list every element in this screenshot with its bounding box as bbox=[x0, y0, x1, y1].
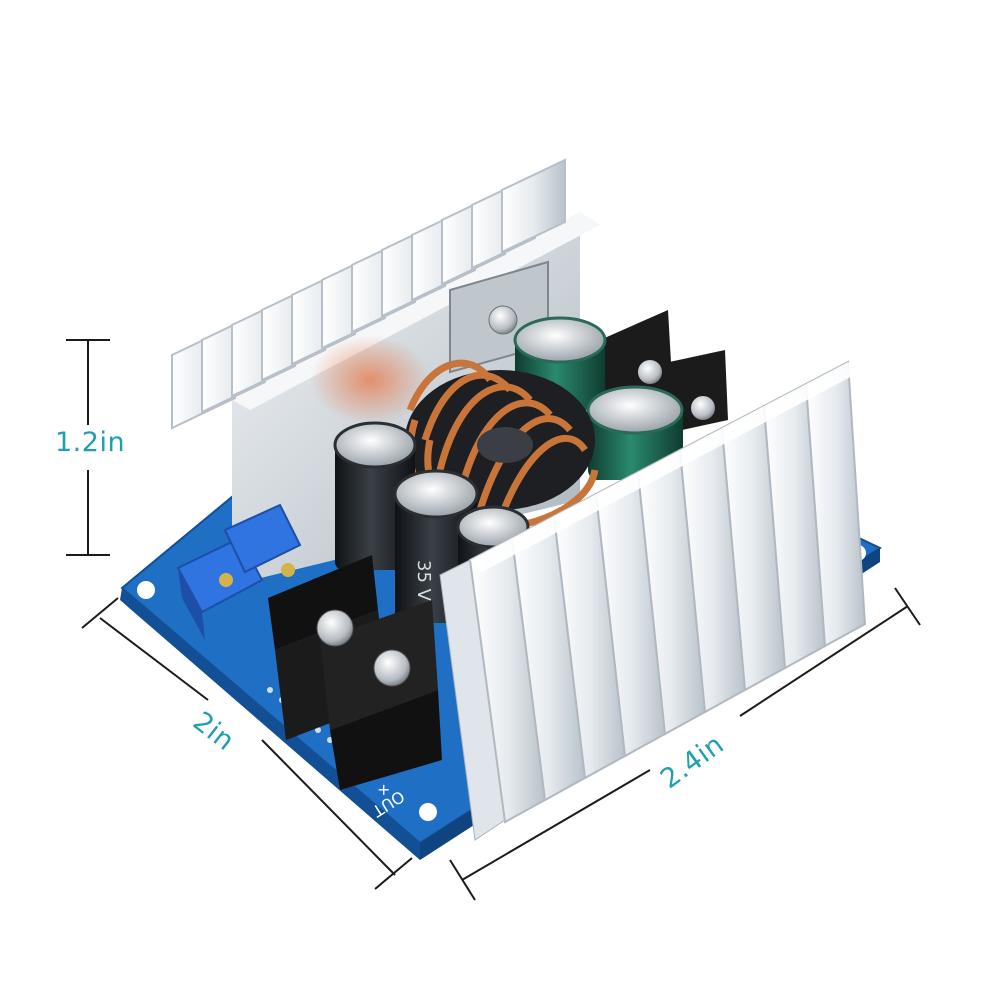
glow-reflection bbox=[310, 335, 430, 425]
height-dimension-line bbox=[66, 339, 110, 556]
terminal-block-rear bbox=[600, 310, 728, 440]
terminal-screw bbox=[691, 396, 715, 420]
terminal-screw bbox=[638, 360, 662, 384]
depth-dimension-line bbox=[81, 597, 413, 890]
potentiometer-current bbox=[223, 503, 302, 577]
front-heatsink bbox=[439, 360, 867, 841]
terminal-polarity: + bbox=[377, 780, 390, 799]
transistor-screw bbox=[488, 305, 518, 335]
width-dimension-line bbox=[449, 587, 921, 901]
dimension-lines bbox=[66, 339, 921, 901]
terminal-block-front: OUT + bbox=[268, 555, 442, 821]
mounting-hole bbox=[137, 581, 155, 599]
capacitor-rating: 35 V bbox=[413, 560, 434, 602]
height-label: 1.2in bbox=[55, 427, 126, 458]
mounting-hole bbox=[419, 803, 437, 821]
